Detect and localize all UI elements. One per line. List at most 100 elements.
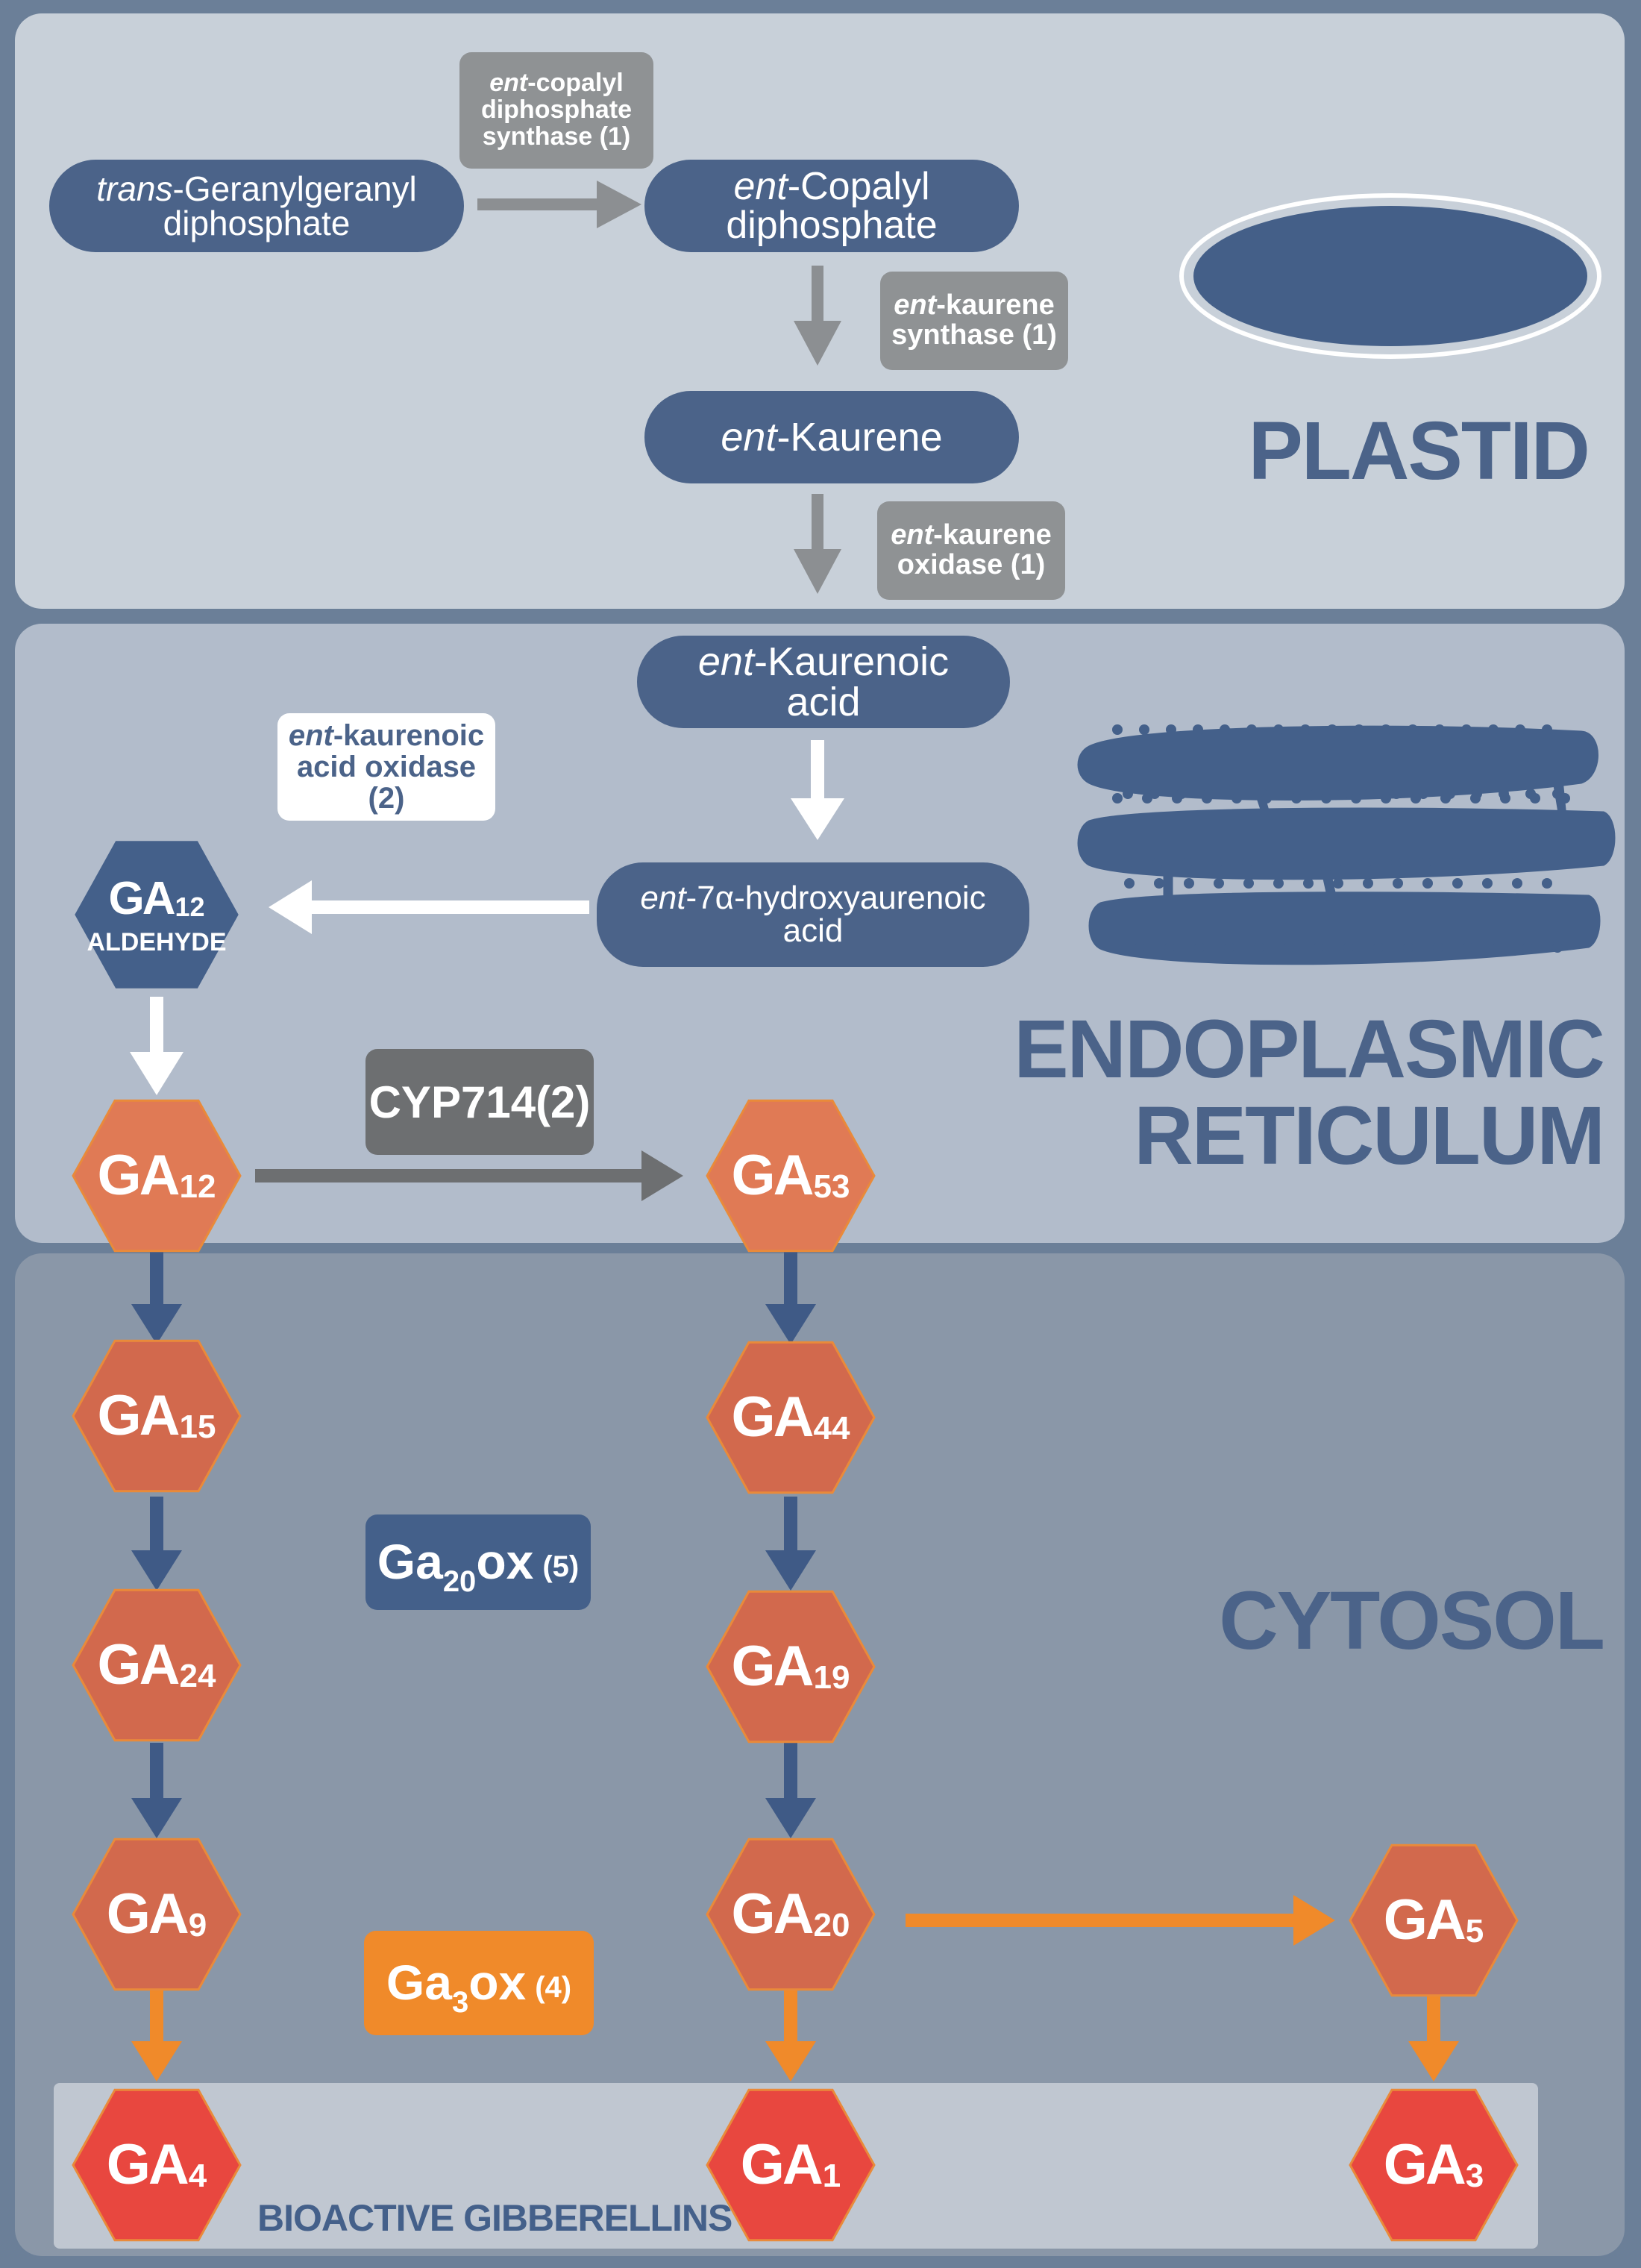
enzyme-cyp714: CYP714(2) xyxy=(365,1049,594,1155)
compound-hydroxy-acid: ent-7α-hydroxyaurenoic acid xyxy=(597,862,1029,967)
ribosome-dot xyxy=(1193,724,1203,735)
label-ga19-sub: 19 xyxy=(813,1659,850,1697)
compound-cpp-prefix: ent xyxy=(733,165,788,208)
enzyme-ga20ox-main: Ga xyxy=(377,1534,443,1590)
ribosome-dot xyxy=(1540,857,1551,868)
ribosome-dot xyxy=(1421,857,1431,868)
ribosome-dot xyxy=(1530,793,1540,803)
label-ga24-main: GA xyxy=(97,1633,181,1697)
compound-hydroxy-name: -7α-hydroxyaurenoic xyxy=(685,880,986,916)
er-label-line2: RETICULUM xyxy=(1134,1090,1605,1182)
ribosome-dot xyxy=(1361,857,1372,868)
ribosome-dot xyxy=(1343,942,1354,953)
ribosome-dot xyxy=(1123,857,1133,868)
ribosome-dot xyxy=(1381,724,1391,735)
enzyme-ko-name: -kaurene xyxy=(933,519,1052,551)
ribosome-dot xyxy=(1373,942,1384,953)
label-ga12-aldehyde-extra: ALDEHYDE xyxy=(87,927,227,956)
ribosome-dot xyxy=(1451,857,1461,868)
hexagon-ga12-aldehyde xyxy=(75,841,239,989)
ribosome-dot xyxy=(1166,724,1176,735)
label-ga20-sub: 20 xyxy=(813,1907,850,1944)
bioactive-label: BIOACTIVE GIBBERELLINS xyxy=(257,2197,732,2239)
enzyme-cps-line2: diphosphate xyxy=(480,95,633,125)
ribosome-dot xyxy=(1363,878,1373,889)
hexagon-ga1 xyxy=(706,2088,876,2242)
er-icon xyxy=(1077,725,1616,965)
ribosome-dot xyxy=(1202,793,1212,803)
hexagon-ga12 xyxy=(72,1099,242,1253)
ribosome-dot xyxy=(1224,942,1234,953)
ribosome-dot xyxy=(1391,789,1402,799)
enzyme-ga20ox-num: (5) xyxy=(542,1550,580,1583)
label-ga53-main: GA xyxy=(731,1144,815,1208)
label-ga1-sub: 1 xyxy=(822,2158,841,2195)
ribosome-dot xyxy=(1311,789,1321,799)
enzyme-ks-name: -kaurene xyxy=(936,289,1055,322)
label-ga4-sub: 4 xyxy=(188,2158,207,2195)
compound-ggpp-prefix: trans xyxy=(96,169,173,208)
ribosome-dot xyxy=(1408,724,1418,735)
hexagon-ga24 xyxy=(72,1588,242,1742)
compound-ggpp-line2: diphosphate xyxy=(163,204,351,242)
label-ga15-main: GA xyxy=(97,1384,181,1448)
ribosome-dot xyxy=(1164,942,1175,953)
compound-ggpp-name: -Geranylgeranyl xyxy=(172,169,417,208)
ribosome-dot xyxy=(1284,942,1294,953)
label-ga19-main: GA xyxy=(731,1635,815,1699)
plastid-label: PLASTID xyxy=(1248,405,1590,497)
hexagon-ga9 xyxy=(72,1838,242,1991)
ribosome-dot xyxy=(1154,878,1164,889)
ribosome-dot xyxy=(1321,793,1331,803)
enzyme-ks-prefix: ent xyxy=(894,289,937,322)
ribosome-dot xyxy=(1440,793,1451,803)
enzyme-ga3ox-rest: ox xyxy=(468,1955,527,2011)
hexagon-ga53 xyxy=(706,1099,876,1253)
label-ga44-main: GA xyxy=(731,1385,815,1450)
ribosome-dot xyxy=(1246,724,1257,735)
ribosome-dot xyxy=(1184,878,1194,889)
compound-kaurene-name: -Kaurene xyxy=(776,415,943,460)
ribosome-dot xyxy=(1273,878,1284,889)
hexagon-ga4 xyxy=(72,2088,242,2242)
ribosome-dot xyxy=(1542,724,1552,735)
ribosome-dot xyxy=(1273,724,1284,735)
ribosome-dot xyxy=(1500,793,1510,803)
ribosome-dot xyxy=(1434,724,1445,735)
ribosome-dot xyxy=(1124,878,1135,889)
ribosome-dot xyxy=(1112,724,1123,735)
enzyme-copalyl-synthase: ent-copalyl diphosphate synthase (1) xyxy=(459,52,653,169)
ribosome-dot xyxy=(1123,789,1133,799)
plastid-icon xyxy=(1179,193,1601,359)
hexagon-ga15 xyxy=(72,1339,242,1493)
enzyme-ga3ox-main: Ga xyxy=(386,1955,452,2011)
label-ga24-sub: 24 xyxy=(179,1658,216,1695)
ribosome-dot xyxy=(1364,789,1375,799)
ribosome-dot xyxy=(1272,857,1282,868)
label-ga1-main: GA xyxy=(740,2133,823,2197)
ribosome-dot xyxy=(1482,878,1493,889)
label-ga9-main: GA xyxy=(106,1882,189,1946)
ribosome-dot xyxy=(1542,878,1552,889)
label-ga12-aldehyde-main: GA xyxy=(108,872,175,924)
ribosome-dot xyxy=(1139,724,1149,735)
ribosome-dot xyxy=(1391,857,1402,868)
ribosome-dot xyxy=(1303,878,1314,889)
enzyme-ga20ox-rest: ox xyxy=(476,1534,534,1590)
enzyme-kaurenoic-acid-oxidase: ent-kaurenoic acid oxidase (2) xyxy=(277,713,495,821)
ribosome-dot xyxy=(1512,878,1522,889)
hexagon-ga19 xyxy=(706,1590,876,1744)
enzyme-ko-line2: oxidase (1) xyxy=(897,549,1046,580)
ribosome-dot xyxy=(1314,942,1324,953)
compound-kaurenoic-name: -Kaurenoic xyxy=(753,639,950,684)
ribosome-dot xyxy=(1351,793,1361,803)
label-ga4-main: GA xyxy=(106,2133,189,2197)
ribosome-dot xyxy=(1231,793,1242,803)
